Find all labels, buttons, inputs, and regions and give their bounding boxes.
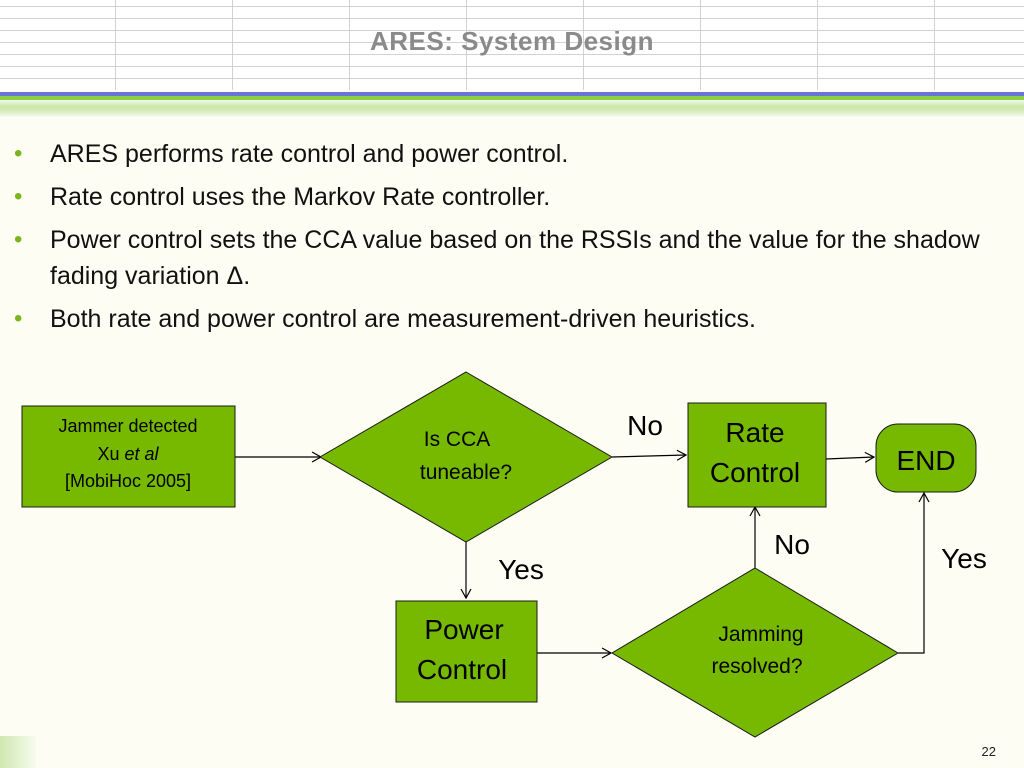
header-grid-line <box>934 0 935 90</box>
header-grid-line <box>0 78 1024 79</box>
bullet-item: • ARES performs rate control and power co… <box>14 136 1014 172</box>
edge-rate-to-end <box>825 451 876 463</box>
power-control-label-line2: Control <box>417 654 507 685</box>
bullet-icon: • <box>14 183 23 210</box>
header-grid-line <box>349 0 350 90</box>
header-grid-line <box>0 30 1024 31</box>
rate-control-label-line2: Control <box>710 457 800 488</box>
bullet-text: Power control sets the CCA value based o… <box>50 226 980 290</box>
corner-decoration <box>0 736 36 768</box>
header-grid-line <box>583 0 584 90</box>
bullet-text: ARES performs rate control and power con… <box>50 140 569 168</box>
jammer-venue-label: [MobiHoc 2005] <box>65 471 191 491</box>
end-terminator <box>875 423 977 493</box>
jammer-detected-label: Jammer detected <box>58 416 197 436</box>
green-accent-band <box>0 96 1024 118</box>
slide-title: ARES: System Design <box>369 26 655 56</box>
page-number: 22 <box>981 744 996 759</box>
jamming-label-line1: Jamming <box>718 623 803 646</box>
bullet-icon: • <box>14 226 23 253</box>
edge-cca-to-rate <box>611 449 688 461</box>
jamming-resolved-decision <box>611 567 899 738</box>
svg-text:Is CCA: Is CCA <box>424 428 491 451</box>
header-grid-line <box>0 66 1024 67</box>
svg-text:resolved?: resolved? <box>711 655 802 678</box>
bullet-text: Rate control uses the Markov Rate contro… <box>50 183 551 211</box>
bullet-text: Both rate and power control are measurem… <box>50 305 756 333</box>
jammer-etal-label: et al <box>125 444 160 464</box>
edge-label-yes-jamming: Yes <box>941 543 987 574</box>
power-control-box <box>395 600 538 703</box>
rate-control-label-line1: Rate <box>725 417 784 448</box>
svg-text:Xu et al: Xu et al <box>97 444 159 464</box>
edge-label-no-jamming: No <box>774 529 810 560</box>
header-grid-line <box>0 42 1024 43</box>
svg-text:Rate: Rate <box>725 417 784 448</box>
header-grid-line <box>466 0 467 90</box>
jammer-author-label: Xu <box>97 444 124 464</box>
header-grid-line <box>817 0 818 90</box>
header-grid-line <box>232 0 233 90</box>
edge-label-no-cca: No <box>627 410 663 441</box>
svg-text:No: No <box>774 529 810 560</box>
svg-text:No: No <box>627 410 663 441</box>
header-grid-line <box>0 18 1024 19</box>
svg-text:[MobiHoc 2005]: [MobiHoc 2005] <box>65 471 191 491</box>
svg-text:tuneable?: tuneable? <box>420 461 512 484</box>
is-cca-label-line2: tuneable? <box>420 461 512 484</box>
svg-text:Yes: Yes <box>941 543 987 574</box>
svg-text:Jamming: Jamming <box>718 623 803 646</box>
header-grid-line <box>115 0 116 90</box>
bullet-item: • Power control sets the CCA value based … <box>14 222 1014 294</box>
svg-text:Control: Control <box>417 654 507 685</box>
bullet-list: • ARES performs rate control and power co… <box>14 136 1014 344</box>
end-label: END <box>896 445 955 476</box>
title-divider <box>0 92 1024 96</box>
bullet-icon: • <box>14 140 23 167</box>
power-control-label-line1: Power <box>424 614 503 645</box>
bullet-icon: • <box>14 305 23 332</box>
svg-text:Power: Power <box>424 614 503 645</box>
svg-text:Control: Control <box>710 457 800 488</box>
jammer-detected-box <box>21 405 236 508</box>
header-grid-line <box>0 54 1024 55</box>
bullet-item: • Rate control uses the Markov Rate contr… <box>14 179 1014 215</box>
is-cca-label-line1: Is CCA <box>424 428 491 451</box>
jamming-label-line2: resolved? <box>711 655 802 678</box>
is-cca-tuneable-decision <box>319 371 613 543</box>
svg-text:END: END <box>896 445 955 476</box>
header-background <box>0 0 1024 90</box>
svg-text:Yes: Yes <box>498 554 544 585</box>
edge-jamming-to-end <box>898 491 930 654</box>
bullet-item: • Both rate and power control are measure… <box>14 301 1014 337</box>
rate-control-box <box>687 402 827 508</box>
svg-text:Jammer detected: Jammer detected <box>58 416 197 436</box>
header-grid-line <box>0 6 1024 7</box>
edge-label-yes-cca: Yes <box>498 554 544 585</box>
header-grid-line <box>700 0 701 90</box>
